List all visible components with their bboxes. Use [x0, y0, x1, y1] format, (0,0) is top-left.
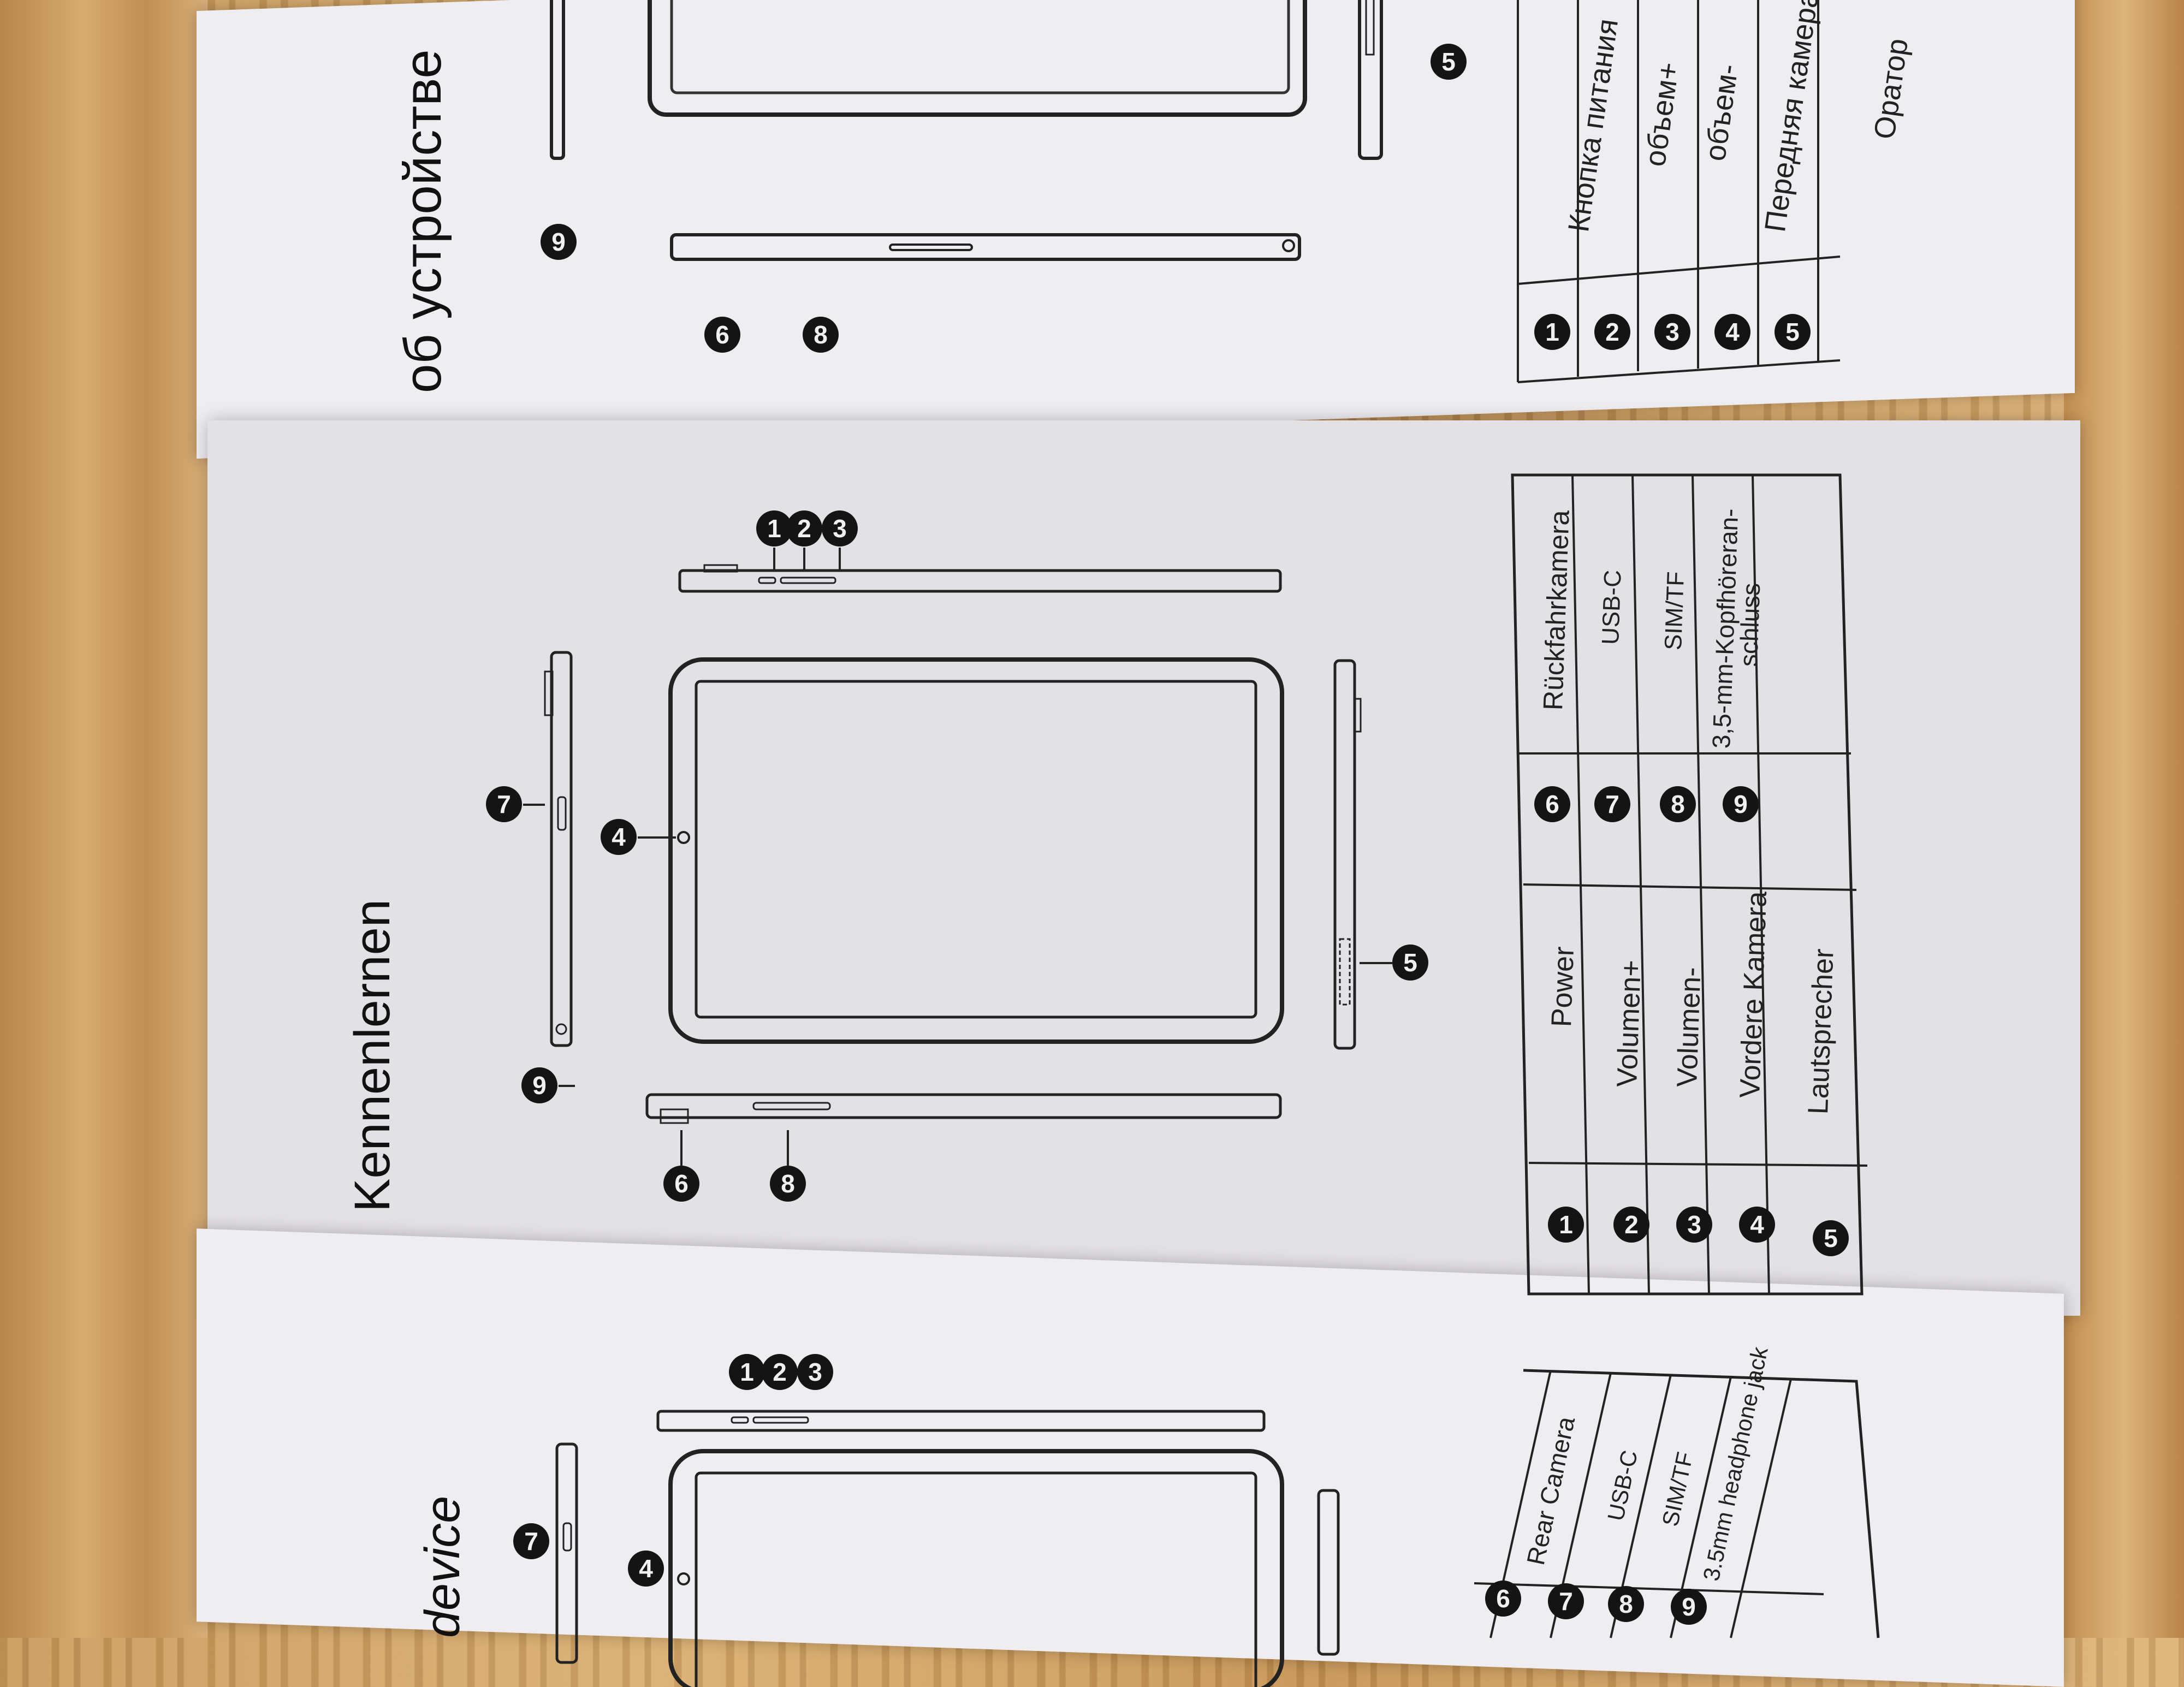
top-table-num-3: 3	[1654, 314, 1690, 350]
top-tablet-bottom-edge-diagram	[1358, 0, 1383, 160]
bottom-tablet-front-diagram	[668, 1449, 1284, 1687]
middle-table-label-speaker: Lautsprecher	[1802, 948, 1840, 1115]
middle-callout-7: 7	[486, 786, 522, 822]
top-tablet-front-diagram	[648, 0, 1307, 117]
middle-table-label-power: Power	[1545, 946, 1581, 1028]
bottom-callout-3: 3	[797, 1354, 833, 1390]
top-table-num-2: 2	[1594, 314, 1630, 350]
middle-table-label-sim-tf: SIM/TF	[1660, 571, 1690, 651]
top-spec-table	[1517, 0, 1841, 383]
middle-tablet-bottom-edge-diagram	[645, 1093, 1282, 1124]
middle-tablet-left-edge-diagram	[544, 651, 573, 1047]
middle-spec-table	[1511, 473, 1868, 1296]
middle-leader-5	[1360, 962, 1392, 964]
middle-leader-9	[559, 1085, 575, 1087]
middle-table-num-2: 2	[1613, 1207, 1649, 1243]
middle-leader-4	[638, 836, 676, 839]
middle-callout-3: 3	[822, 510, 858, 547]
top-callout-8: 8	[803, 317, 839, 353]
top-tablet-side-diagram	[670, 233, 1301, 261]
bottom-table-num-6: 6	[1485, 1581, 1521, 1617]
middle-table-num-6: 6	[1534, 786, 1570, 822]
bottom-panel-title: device	[416, 1495, 470, 1638]
top-tablet-edge-diagram	[550, 0, 565, 160]
middle-callout-8: 8	[770, 1166, 806, 1202]
bottom-callout-1: 1	[729, 1354, 765, 1390]
middle-callout-2: 2	[786, 510, 822, 547]
top-callout-5: 5	[1431, 44, 1467, 80]
middle-leader-8	[787, 1130, 789, 1166]
middle-table-num-7: 7	[1594, 786, 1630, 822]
middle-tablet-front-diagram	[668, 657, 1284, 1044]
middle-leader-1	[773, 548, 775, 569]
top-table-num-4: 4	[1714, 314, 1750, 350]
top-table-num-5: 5	[1775, 314, 1811, 350]
middle-table-num-5: 5	[1813, 1220, 1849, 1256]
bottom-callout-4: 4	[628, 1551, 664, 1587]
bottom-callout-2: 2	[762, 1354, 798, 1390]
bottom-tablet-right-edge-diagram	[1317, 1489, 1340, 1656]
top-table-num-1: 1	[1534, 314, 1570, 350]
middle-callout-4: 4	[601, 819, 637, 855]
bottom-table-num-7: 7	[1548, 1583, 1584, 1619]
middle-callout-5: 5	[1392, 945, 1428, 981]
middle-table-num-1: 1	[1548, 1207, 1584, 1243]
middle-tablet-top-edge-diagram	[678, 564, 1282, 593]
top-callout-6: 6	[704, 317, 740, 353]
middle-table-num-9: 9	[1723, 786, 1759, 822]
bottom-tablet-left-edge-diagram	[555, 1442, 578, 1664]
top-panel-title: об устройстве	[394, 49, 452, 393]
bottom-callout-7: 7	[513, 1523, 549, 1559]
bottom-table-num-9: 9	[1671, 1589, 1707, 1625]
wood-table-left	[0, 0, 207, 1638]
wood-table-right	[2064, 0, 2184, 1638]
middle-tablet-right-edge-diagram	[1333, 659, 1362, 1050]
middle-table-label-usb-c: USB-C	[1597, 569, 1627, 645]
middle-leader-2	[803, 548, 805, 569]
top-callout-9: 9	[541, 224, 577, 260]
middle-table-num-3: 3	[1676, 1207, 1712, 1243]
bottom-tablet-top-edge-diagram	[656, 1410, 1266, 1432]
middle-table-label-volume-down: Volumen-	[1671, 966, 1707, 1088]
bottom-table-num-8: 8	[1608, 1586, 1644, 1622]
middle-leader-6	[680, 1130, 682, 1166]
middle-table-num-8: 8	[1660, 786, 1696, 822]
middle-leader-7	[523, 804, 545, 806]
middle-callout-6: 6	[663, 1166, 699, 1202]
middle-callout-9: 9	[521, 1067, 557, 1103]
middle-table-label-headphone-jack-line2: schluss	[1734, 582, 1766, 667]
middle-leader-3	[839, 548, 841, 569]
middle-table-label-volume-up: Volumen+	[1611, 959, 1648, 1088]
middle-panel-title: Kennenlernen	[345, 899, 400, 1212]
middle-table-num-4: 4	[1739, 1207, 1775, 1243]
